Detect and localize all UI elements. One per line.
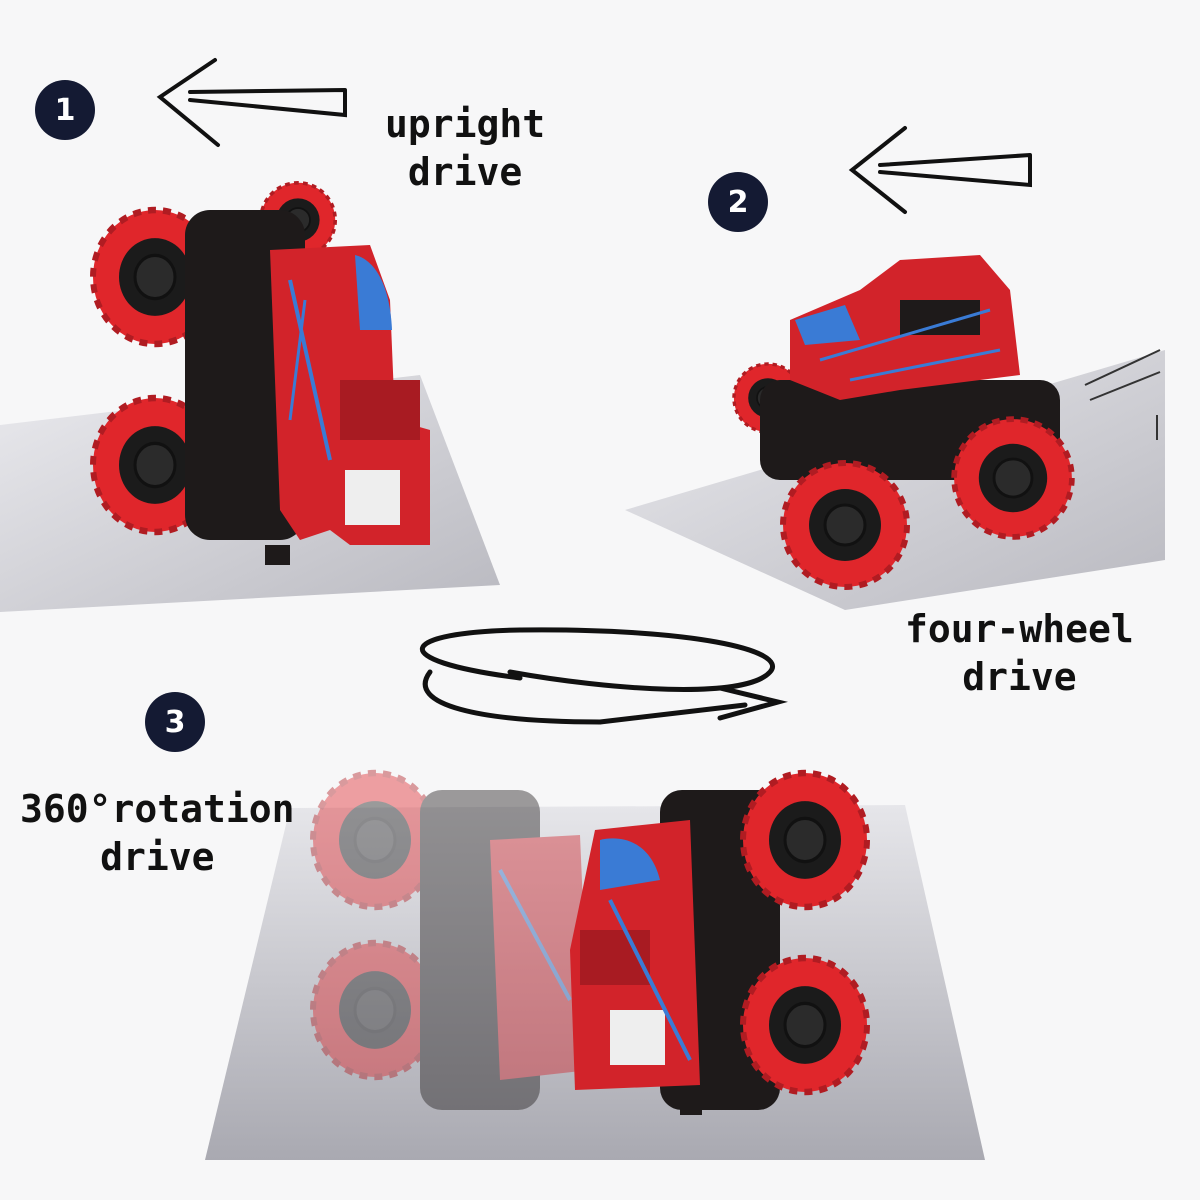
rotation-label-line2: drive bbox=[100, 835, 215, 879]
rotation-drive-label: 360°rotation drive bbox=[20, 785, 295, 881]
speed-lines bbox=[1084, 349, 1161, 440]
step-3-badge: 3 bbox=[145, 692, 205, 752]
car-rotation bbox=[570, 773, 867, 1115]
upright-label-line2: drive bbox=[407, 150, 523, 194]
car-rotation-ghost bbox=[313, 773, 590, 1110]
step-1-badge: 1 bbox=[35, 80, 95, 140]
rotation-arrow-icon bbox=[420, 627, 788, 725]
four-wheel-label-line1: four-wheel bbox=[905, 607, 1134, 651]
upright-drive-label: upright drive bbox=[385, 100, 545, 196]
rotation-label-line1: 360°rotation bbox=[20, 787, 295, 831]
step-2-badge: 2 bbox=[708, 172, 768, 232]
upright-label-line1: upright bbox=[385, 102, 546, 146]
arrow-left-icon bbox=[156, 58, 347, 147]
car-four-wheel bbox=[732, 255, 1072, 587]
four-wheel-label-line2: drive bbox=[962, 655, 1077, 699]
car-upright bbox=[93, 181, 430, 565]
four-wheel-drive-label: four-wheel drive bbox=[905, 605, 1134, 701]
arrow-left-icon bbox=[848, 126, 1032, 214]
